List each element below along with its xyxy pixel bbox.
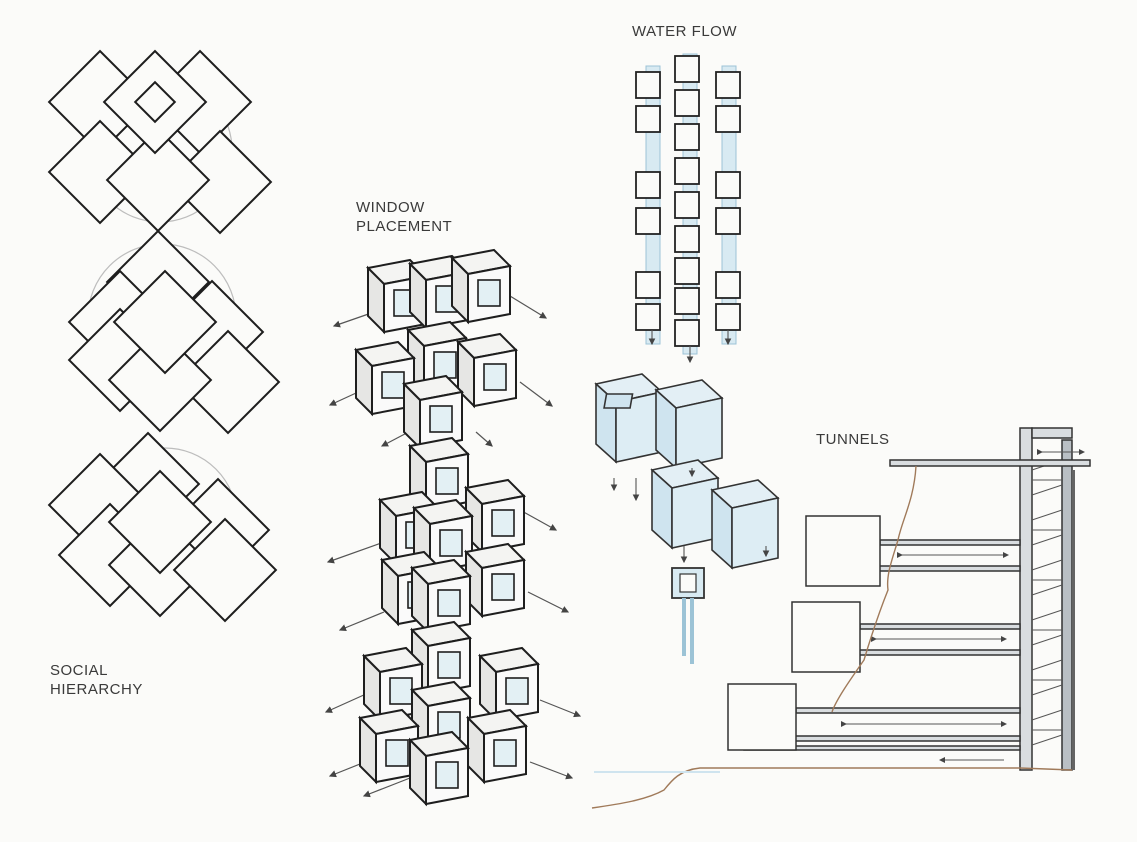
tunnel-rooms	[727, 515, 881, 751]
wall-hatching	[1031, 459, 1063, 746]
cube-cluster-2	[355, 321, 517, 449]
hierarchy-cluster-2	[68, 230, 280, 434]
cube-cluster-1	[367, 249, 511, 333]
social-hierarchy-label: SOCIAL HIERARCHY	[50, 662, 143, 698]
blue-cubes	[595, 373, 779, 569]
water-flow-group	[595, 53, 779, 664]
tunnels-group	[591, 427, 1091, 809]
drain-box	[671, 567, 705, 664]
social-hierarchy-group	[48, 50, 280, 622]
hierarchy-cluster-1	[48, 50, 272, 234]
hierarchy-cluster-3	[48, 432, 277, 622]
cliff-edge	[831, 465, 917, 713]
window-placement-group	[324, 249, 582, 805]
tunnel-arrows	[841, 449, 1085, 763]
ground-line	[591, 767, 1073, 809]
window-placement-label: WINDOW PLACEMENT	[356, 199, 453, 235]
water-flow-label: WATER FLOW	[632, 23, 737, 40]
tunnels-label: TUNNELS	[816, 431, 890, 448]
